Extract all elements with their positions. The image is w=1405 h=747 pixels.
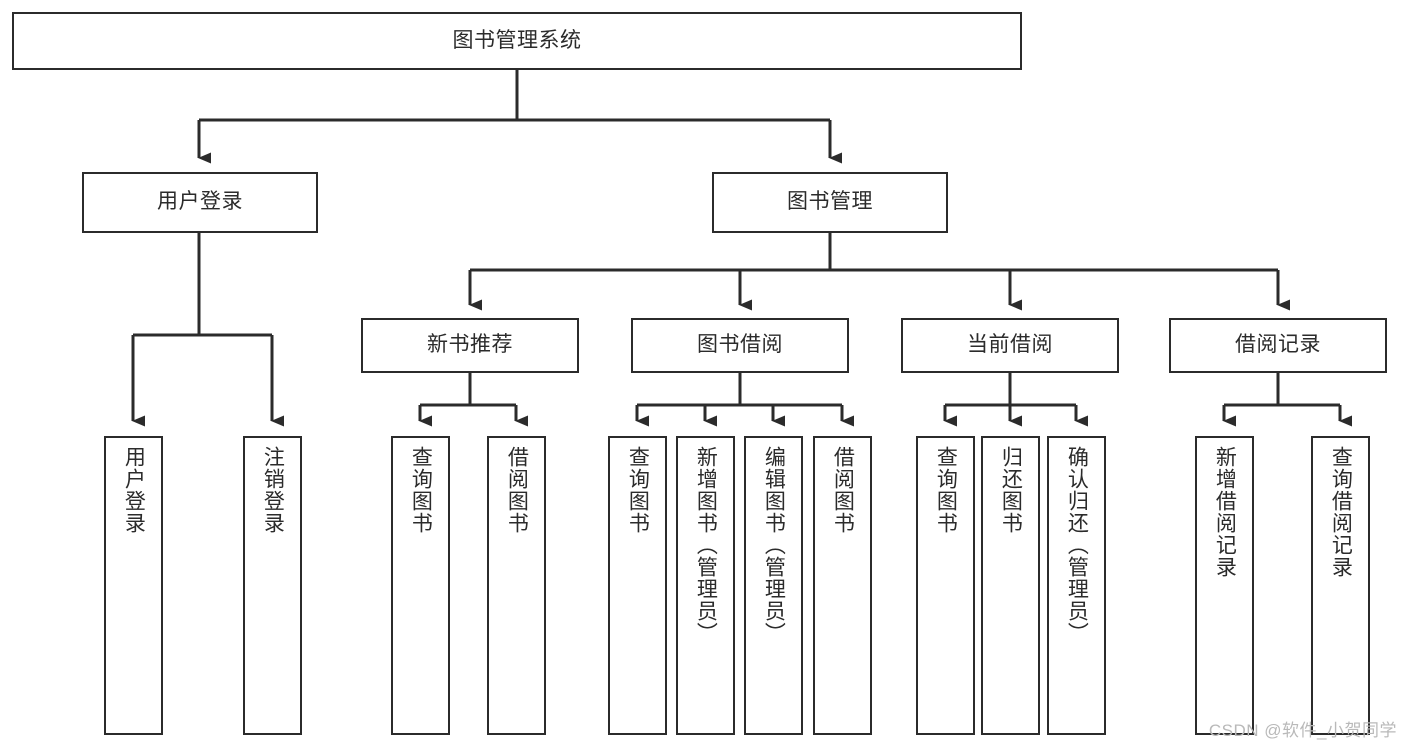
node-leaf-record-query-record[interactable]: 查询借阅记录 — [1311, 436, 1370, 735]
node-label: 用户登录 — [122, 446, 146, 534]
node-label: 新增图书（管理员） — [694, 446, 718, 644]
node-label: 查询图书 — [934, 446, 958, 534]
node-leaf-record-add-record[interactable]: 新增借阅记录 — [1195, 436, 1254, 735]
node-borrow-record[interactable]: 借阅记录 — [1169, 318, 1387, 373]
node-label: 图书管理 — [787, 190, 873, 214]
node-label: 图书借阅 — [697, 333, 783, 357]
node-leaf-current-query-book[interactable]: 查询图书 — [916, 436, 975, 735]
node-label: 新书推荐 — [427, 333, 513, 357]
node-current-borrow[interactable]: 当前借阅 — [901, 318, 1119, 373]
node-label: 编辑图书（管理员） — [762, 446, 786, 644]
node-label: 用户登录 — [157, 190, 243, 214]
node-label: 图书管理系统 — [452, 28, 582, 52]
node-label: 查询图书 — [626, 446, 650, 534]
node-label: 注销登录 — [261, 446, 285, 534]
node-leaf-current-return-book[interactable]: 归还图书 — [981, 436, 1040, 735]
node-label: 查询借阅记录 — [1329, 446, 1353, 578]
node-book-management[interactable]: 图书管理 — [712, 172, 948, 233]
node-label: 归还图书 — [999, 446, 1023, 534]
node-label: 借阅记录 — [1235, 333, 1321, 357]
node-leaf-user-login-logout[interactable]: 注销登录 — [243, 436, 302, 735]
node-root-system[interactable]: 图书管理系统 — [12, 12, 1022, 70]
node-leaf-recommend-borrow-book[interactable]: 借阅图书 — [487, 436, 546, 735]
node-leaf-borrow-query-book[interactable]: 查询图书 — [608, 436, 667, 735]
node-label: 借阅图书 — [831, 446, 855, 534]
node-leaf-recommend-query-book[interactable]: 查询图书 — [391, 436, 450, 735]
node-leaf-borrow-borrow-book[interactable]: 借阅图书 — [813, 436, 872, 735]
node-new-book-recommend[interactable]: 新书推荐 — [361, 318, 579, 373]
node-label: 确认归还（管理员） — [1065, 446, 1089, 644]
node-leaf-borrow-edit-book[interactable]: 编辑图书（管理员） — [744, 436, 803, 735]
watermark-text: CSDN @软件_小贺同学 — [1208, 721, 1397, 740]
node-label: 查询图书 — [409, 446, 433, 534]
node-leaf-current-confirm-return[interactable]: 确认归还（管理员） — [1047, 436, 1106, 735]
node-label: 当前借阅 — [967, 333, 1053, 357]
node-label: 新增借阅记录 — [1213, 446, 1237, 578]
node-leaf-borrow-add-book[interactable]: 新增图书（管理员） — [676, 436, 735, 735]
node-leaf-user-login-login[interactable]: 用户登录 — [104, 436, 163, 735]
node-book-borrow[interactable]: 图书借阅 — [631, 318, 849, 373]
node-label: 借阅图书 — [505, 446, 529, 534]
node-user-login[interactable]: 用户登录 — [82, 172, 318, 233]
